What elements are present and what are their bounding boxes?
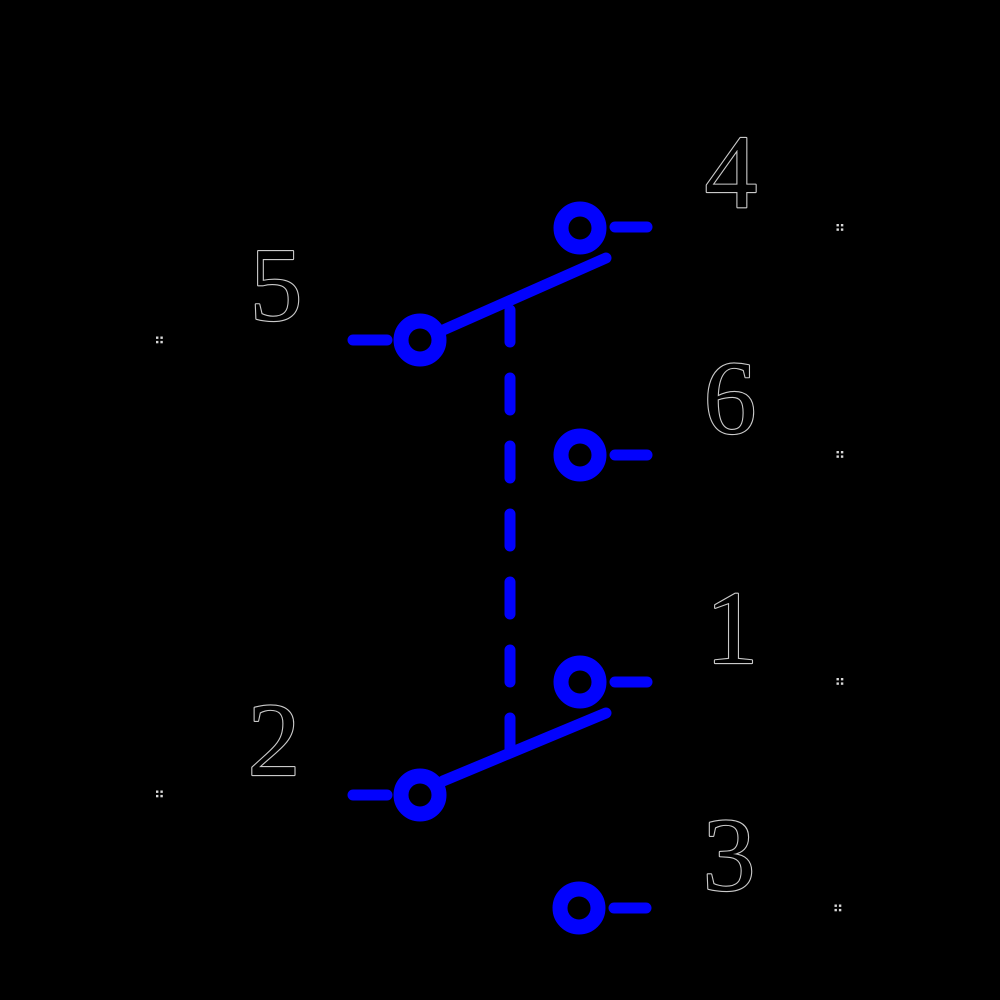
pin-label-4: 4 [705, 113, 758, 230]
dpdt-switch-symbol [347, 201, 653, 935]
terminal-3 [552, 881, 652, 935]
terminal-1 [553, 655, 653, 709]
pin-label-5: 5 [250, 226, 303, 343]
pin-marker-icon [156, 336, 163, 344]
terminal-6 [553, 428, 653, 482]
terminal-6-contact [553, 428, 607, 482]
pin-marker-icon [836, 678, 844, 685]
pin-markers [156, 224, 844, 912]
pin-marker-icon [836, 224, 844, 231]
pin-labels: 1 2 3 4 5 6 [247, 112, 760, 914]
pin-marker-icon [836, 451, 844, 458]
terminal-5 [347, 313, 447, 367]
pin-label-2: 2 [248, 681, 301, 798]
pin-marker-icon [834, 904, 842, 912]
bottom-pole-lever [437, 707, 612, 787]
terminal-4-contact [553, 201, 607, 255]
pin-label-3: 3 [703, 796, 756, 913]
terminal-1-contact [553, 655, 607, 709]
terminal-5-contact [393, 313, 447, 367]
top-pole-lever [435, 252, 612, 337]
pin-label-6: 6 [704, 339, 757, 456]
terminal-2-contact [393, 768, 447, 822]
pin-marker-icon [156, 790, 163, 798]
pin-label-1: 1 [706, 569, 759, 686]
terminal-4 [553, 201, 653, 255]
terminal-3-contact [552, 881, 606, 935]
terminal-2 [347, 768, 447, 822]
